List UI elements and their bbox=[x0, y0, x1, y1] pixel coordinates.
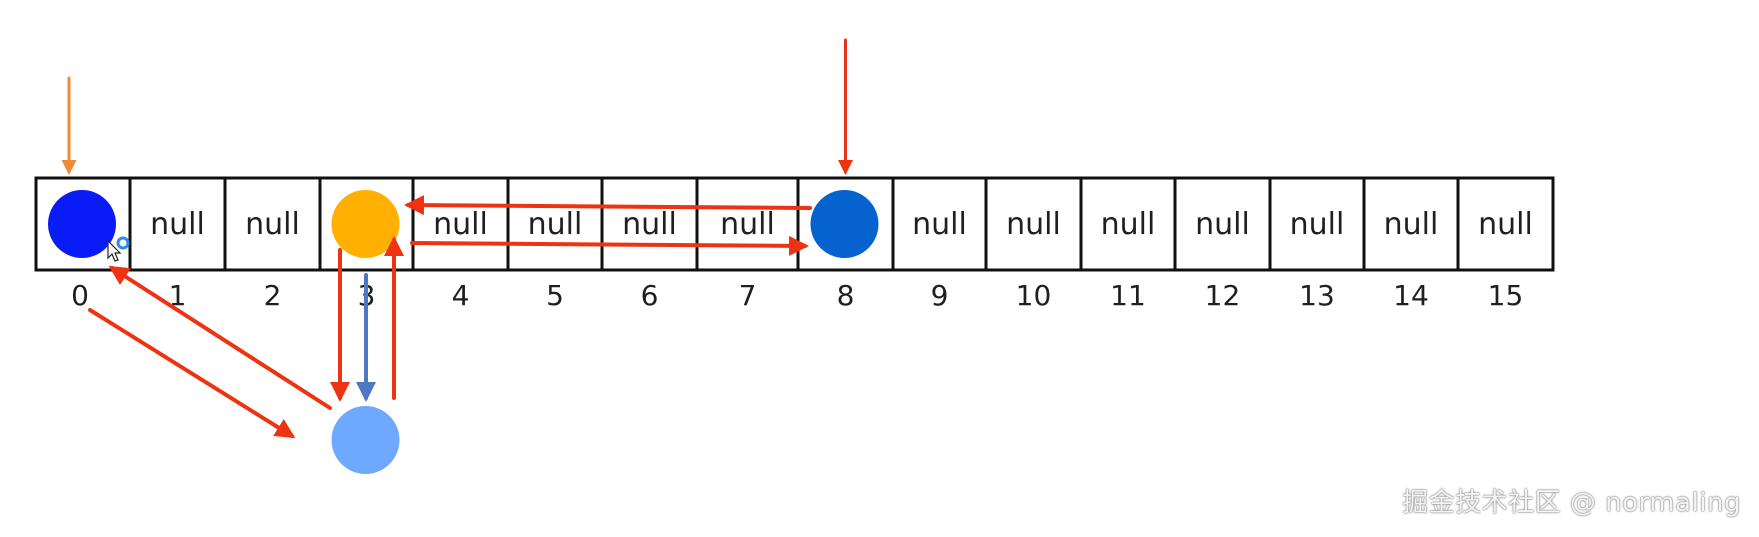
index-label: 8 bbox=[837, 279, 855, 312]
cell-null-label: null bbox=[1290, 207, 1345, 242]
bucket-node-8 bbox=[810, 190, 879, 258]
chained-node bbox=[331, 406, 400, 474]
array-cell-5 bbox=[506, 176, 604, 272]
watermark: 掘金技术社区 @ normaling bbox=[1402, 488, 1741, 518]
cell-null-label: null bbox=[1101, 207, 1156, 242]
index-label: 1 bbox=[169, 279, 187, 312]
cell-null-label: null bbox=[245, 207, 300, 242]
index-label: 4 bbox=[452, 279, 470, 312]
cell-null-label: null bbox=[528, 207, 583, 242]
arrow-node-to-0 bbox=[108, 265, 332, 410]
array-cell-1 bbox=[128, 176, 227, 272]
array-cells: null null null null null null null null null null… bbox=[34, 176, 1555, 272]
array-cell-11 bbox=[1079, 176, 1177, 272]
bucket-node-3 bbox=[331, 190, 400, 258]
index-label: 11 bbox=[1110, 279, 1146, 312]
array-cell-2 bbox=[223, 176, 322, 272]
cell-null-label: null bbox=[1006, 207, 1061, 242]
cell-null-label: null bbox=[1478, 207, 1533, 242]
index-label: 0 bbox=[71, 279, 89, 312]
arrow-3-to-8 bbox=[410, 235, 809, 256]
nodes bbox=[48, 190, 879, 474]
cell-null-label: null bbox=[433, 207, 488, 242]
array-cell-4 bbox=[411, 176, 510, 272]
array-cell-12 bbox=[1173, 176, 1272, 272]
array-cell-6 bbox=[600, 176, 699, 272]
index-label: 2 bbox=[264, 279, 282, 312]
arrow-0-to-node bbox=[88, 308, 296, 439]
bucket-node-0 bbox=[48, 190, 116, 258]
arrow-8-to-3 bbox=[404, 195, 812, 216]
index-label: 14 bbox=[1393, 279, 1429, 312]
array-cell-7 bbox=[695, 176, 800, 272]
cell-null-label: null bbox=[1195, 207, 1250, 242]
cursor-indicator-icon bbox=[116, 236, 130, 250]
array-cell-9 bbox=[891, 176, 988, 272]
index-labels: 0123456789101112131415 bbox=[71, 279, 1523, 312]
index-label: 5 bbox=[546, 279, 564, 312]
arrows bbox=[61, 38, 853, 439]
cell-null-label: null bbox=[912, 207, 967, 242]
index-label: 10 bbox=[1016, 279, 1052, 312]
cell-null-label: null bbox=[720, 207, 775, 242]
index-label: 9 bbox=[931, 279, 949, 312]
index-label: 7 bbox=[739, 279, 757, 312]
cell-null-label: null bbox=[622, 207, 677, 242]
array-cell-15 bbox=[1456, 176, 1555, 272]
index-label: 13 bbox=[1299, 279, 1335, 312]
index-label: 6 bbox=[641, 279, 659, 312]
cell-null-label: null bbox=[150, 207, 205, 242]
mouse-cursor-icon bbox=[107, 239, 122, 262]
array-cell-13 bbox=[1268, 176, 1366, 272]
index-label: 12 bbox=[1205, 279, 1241, 312]
index-label: 15 bbox=[1488, 279, 1524, 312]
cell-null-label: null bbox=[1384, 207, 1439, 242]
